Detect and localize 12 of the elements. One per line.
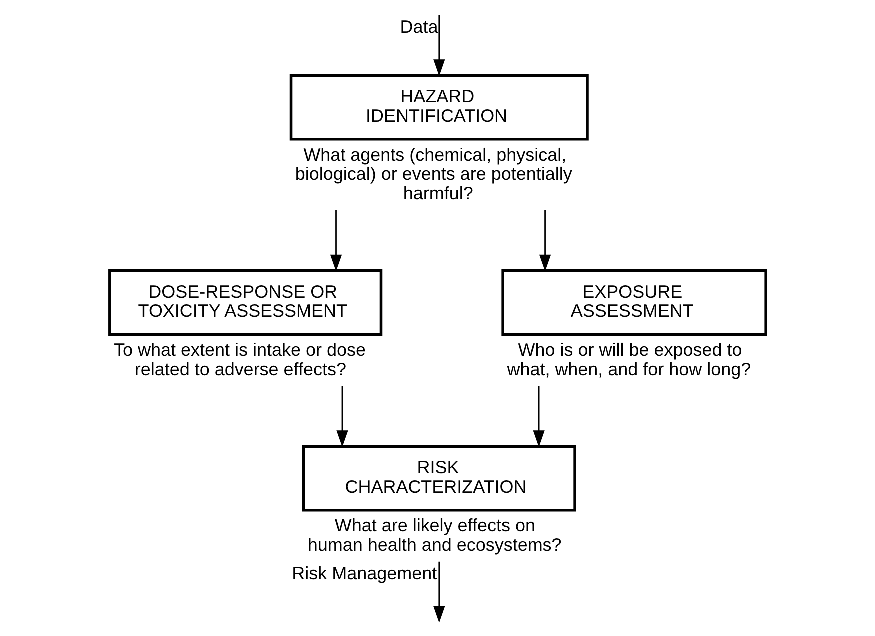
arrow (532, 386, 544, 448)
edge-label: Risk Management (292, 563, 437, 584)
arrow (433, 562, 445, 623)
arrow (433, 15, 445, 76)
edge-label: Data (400, 16, 438, 37)
node-label: What agents (chemical, physical, biological) or events are potentially harmful? (294, 144, 572, 204)
node-label: What are likely effects on human health and ecosystems? (307, 516, 562, 556)
arrow (330, 210, 342, 272)
arrow (336, 386, 348, 448)
node-label: Who is or will be exposed to what, when, and for how long? (506, 340, 751, 380)
arrow (538, 210, 551, 272)
node-label: To what extent is intake or dose related to adverse effects? (114, 340, 366, 380)
